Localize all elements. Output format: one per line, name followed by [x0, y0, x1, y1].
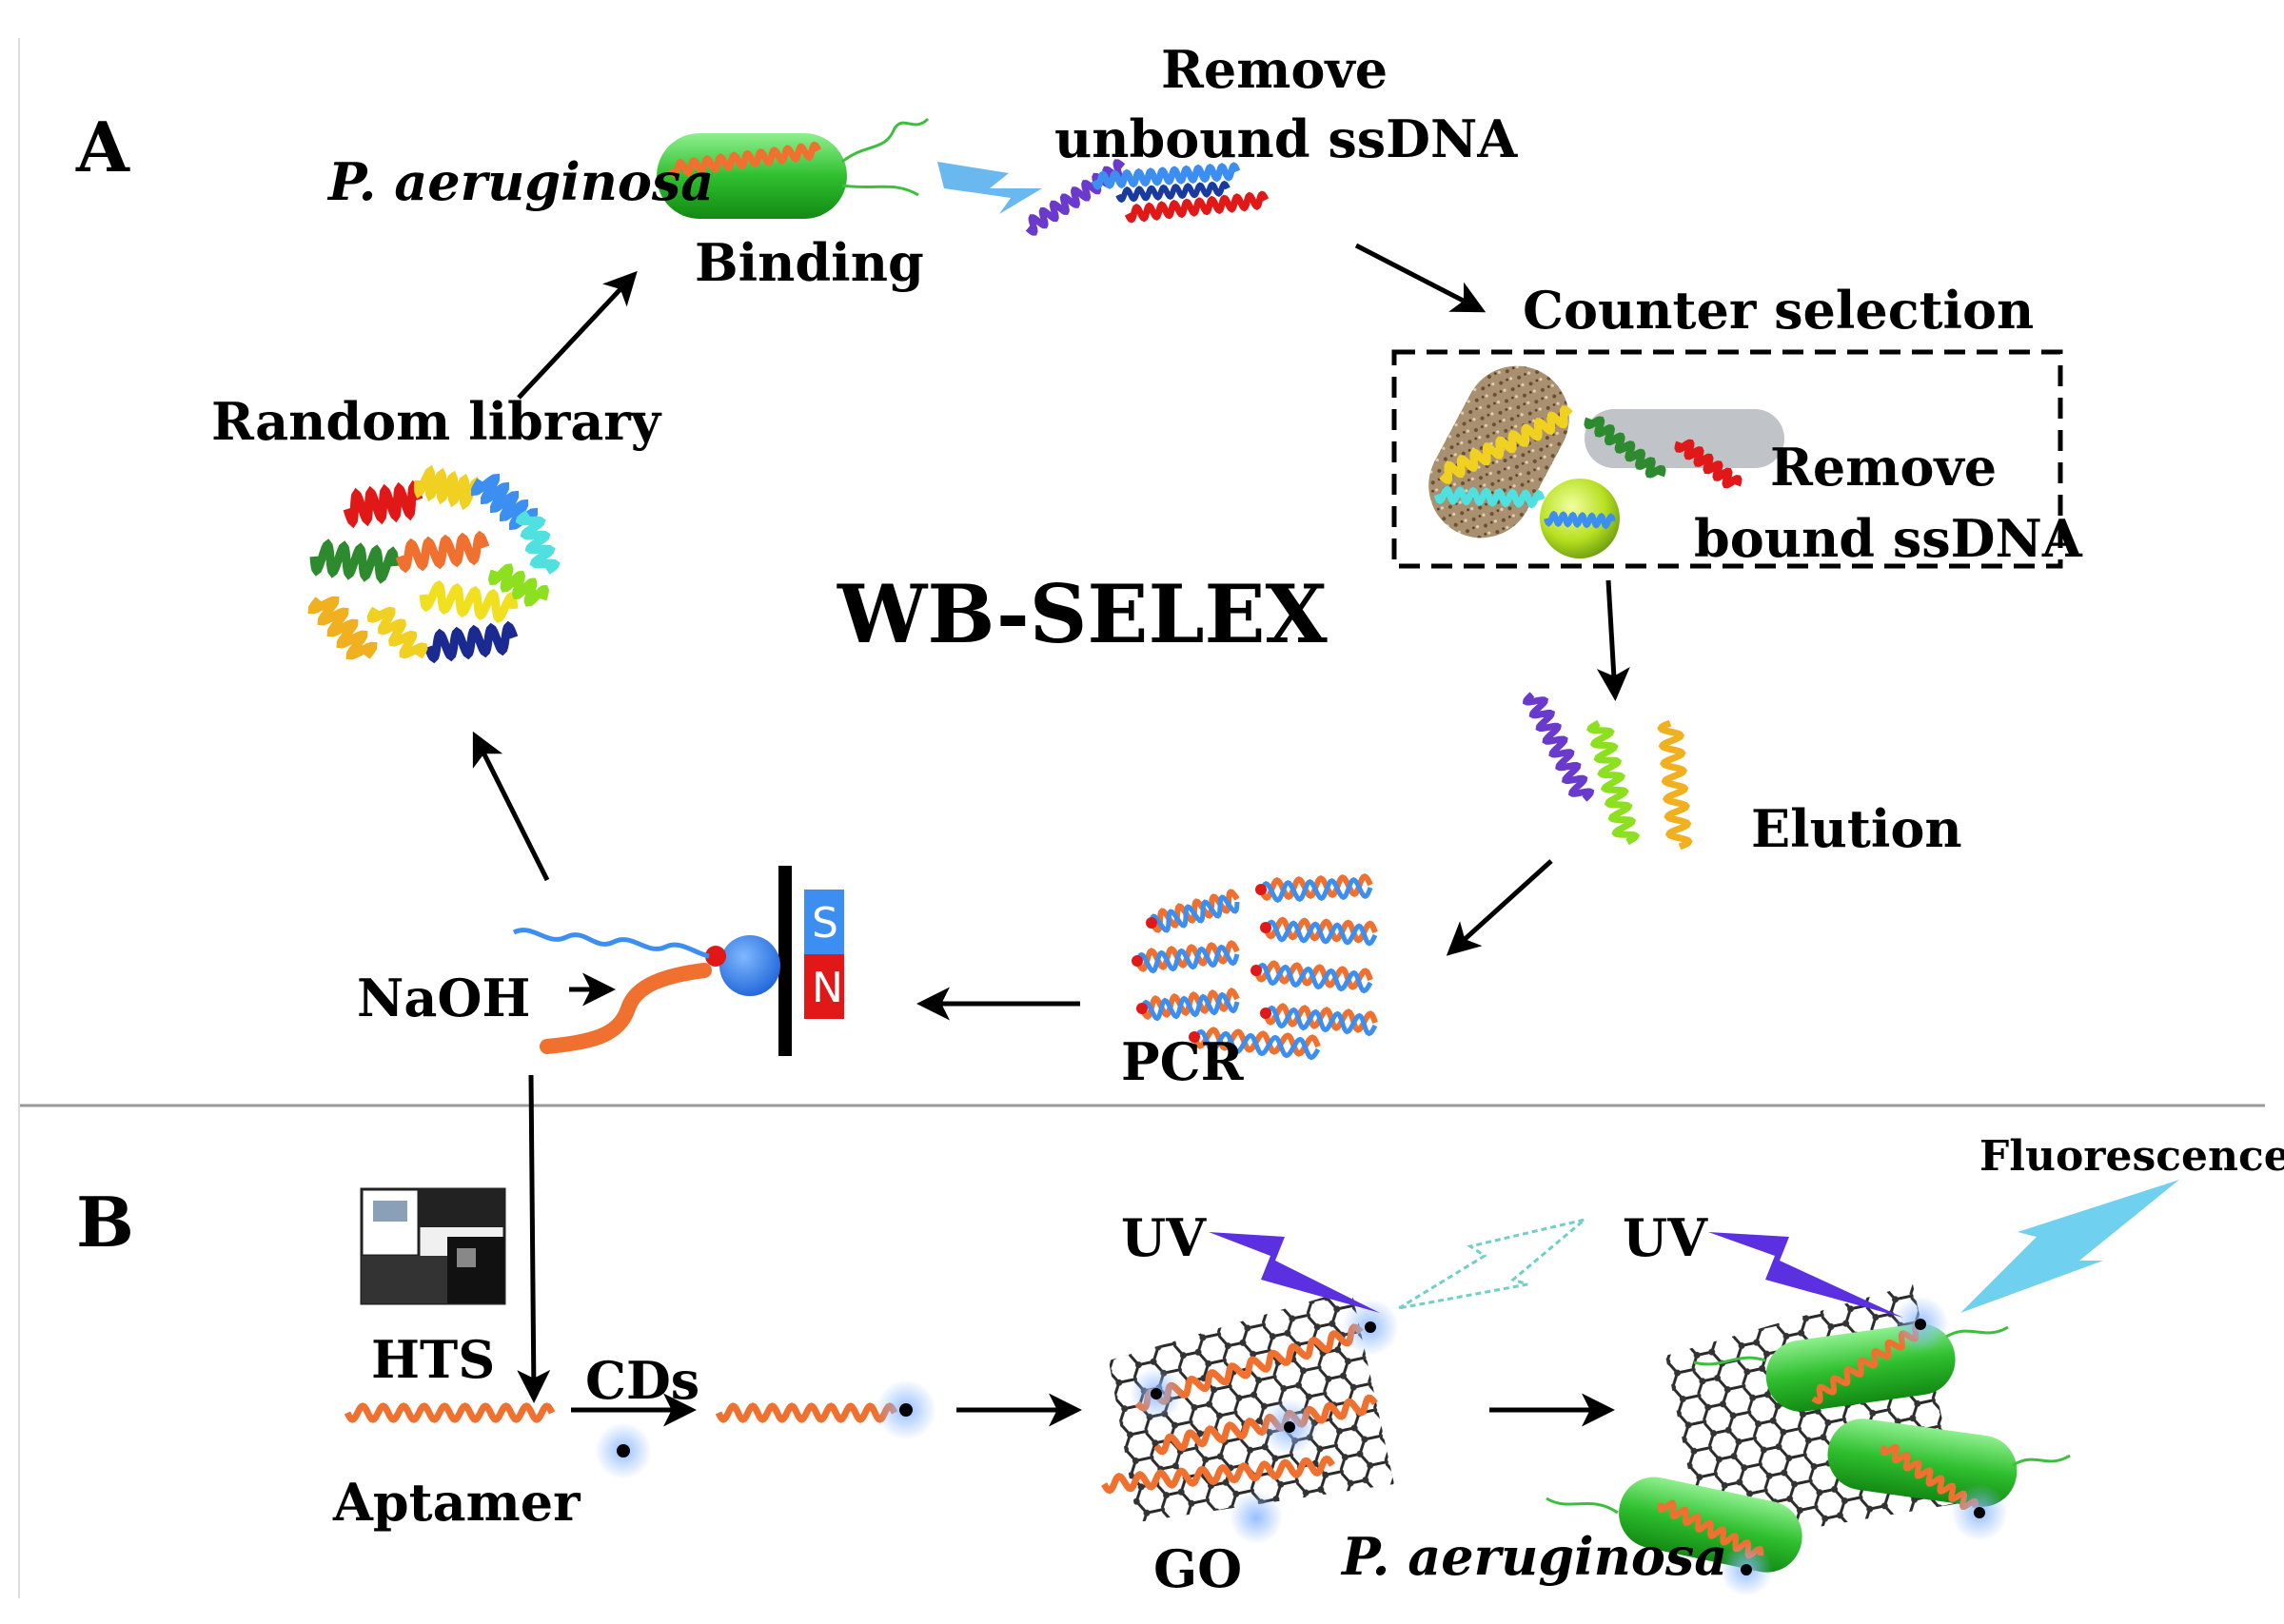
label-remove-bound-2: bound ssDNA — [1694, 508, 2083, 569]
label-uv-1: UV — [1121, 1207, 1207, 1268]
magnet-s-label: S — [812, 899, 838, 948]
released-strand-orange — [540, 963, 712, 1054]
biotin-label — [1255, 884, 1267, 895]
library-strand — [366, 606, 428, 659]
library-strand — [471, 473, 538, 531]
biotin-label — [1260, 1008, 1271, 1019]
counter-selection-box — [1391, 349, 2063, 569]
label-hts: HTS — [371, 1329, 495, 1390]
library-strand — [309, 538, 400, 584]
biotin-label — [1146, 917, 1157, 929]
label-binding: Binding — [695, 232, 924, 293]
magnet-n-label: N — [812, 964, 843, 1012]
eluted-strands — [1522, 692, 1693, 851]
arrow-to-elution — [1596, 579, 1630, 701]
pcr-strand-blue — [1149, 894, 1240, 933]
library-strand — [487, 563, 550, 607]
arrow-to-binding — [517, 270, 638, 400]
library-strand — [423, 620, 519, 664]
pcr-strand-blue — [1263, 919, 1378, 947]
label-cds: CDs — [585, 1350, 699, 1411]
pcr-strand-blue — [1191, 1028, 1321, 1061]
fluorescence-bolt — [1960, 1180, 2179, 1313]
pcr-amplified-dsdna — [1132, 872, 1378, 1061]
label-aptamer: Aptamer — [332, 1472, 581, 1533]
arrow-to-counter-selection — [1354, 243, 1487, 313]
panel-label-b: B — [76, 1182, 134, 1262]
released-strand-blue — [512, 928, 710, 959]
label-uv-2: UV — [1623, 1207, 1708, 1268]
pcr-strand-blue — [1139, 991, 1240, 1022]
biotin-label — [1250, 965, 1262, 976]
library-strand — [413, 464, 482, 511]
label-remove-bound-1: Remove — [1770, 437, 1997, 498]
counter-selection-contents — [1428, 365, 1784, 558]
biotin-label — [1260, 922, 1271, 933]
magnet-pole-n — [804, 954, 844, 1019]
label-remove-unbound-2: unbound ssDNA — [1054, 108, 1518, 169]
label-counter-selection: Counter selection — [1523, 280, 2034, 341]
flow-arrow-binding-to-remove — [937, 162, 1042, 214]
arrow-to-random-library — [472, 731, 550, 882]
biotin-label — [1136, 1003, 1148, 1014]
magnet-pole-s — [804, 890, 844, 954]
label-pcr: PCR — [1121, 1031, 1245, 1092]
hts-sequencer-icon — [360, 1187, 506, 1305]
diagram-title: WB-SELEX — [837, 567, 1329, 661]
bacterium-binding — [657, 117, 930, 219]
uv-bolt-1 — [1209, 1232, 1380, 1313]
label-remove-unbound-1: Remove — [1161, 39, 1388, 100]
magnetic-separation: S N — [512, 866, 844, 1056]
pcr-strand-blue — [1258, 877, 1373, 903]
library-strand — [395, 530, 490, 574]
library-strand — [343, 479, 423, 529]
label-naoh: NaOH — [357, 968, 530, 1028]
unbound-ssdna-strands — [1025, 159, 1270, 236]
arrow-to-pcr — [1446, 859, 1553, 956]
label-fluorescence: Fluorescence — [1979, 1132, 2284, 1181]
library-strand — [307, 596, 378, 660]
pcr-strand-blue — [1253, 962, 1373, 994]
aptamer-cds-strand — [715, 1402, 898, 1423]
quenched-fluorescence-outline — [1398, 1218, 1585, 1310]
pcr-strand-blue — [1263, 1005, 1378, 1037]
go-sheet-with-bacteria — [1546, 1284, 2071, 1596]
label-p-aeruginosa-bottom: P. aeruginosa — [1340, 1526, 1727, 1587]
random-library-strands — [307, 464, 561, 664]
aptamer-strand — [344, 1402, 556, 1423]
label-elution: Elution — [1751, 798, 1962, 859]
biotin-label — [1189, 1031, 1200, 1043]
biotin-label — [1132, 955, 1143, 967]
label-p-aeruginosa-top: P. aeruginosa — [326, 151, 714, 212]
arrow-to-aptamer — [517, 1074, 551, 1403]
label-random-library: Random library — [211, 391, 662, 452]
label-go: GO — [1153, 1538, 1242, 1599]
panel-label-a: A — [75, 107, 130, 187]
pcr-strand-blue — [1134, 944, 1240, 974]
strand-on-bacterium — [667, 141, 822, 179]
library-strand — [419, 579, 519, 624]
library-strand — [515, 510, 561, 575]
uv-bolt-2 — [1708, 1232, 1903, 1318]
go-sheet-quenched — [1101, 1289, 1399, 1544]
